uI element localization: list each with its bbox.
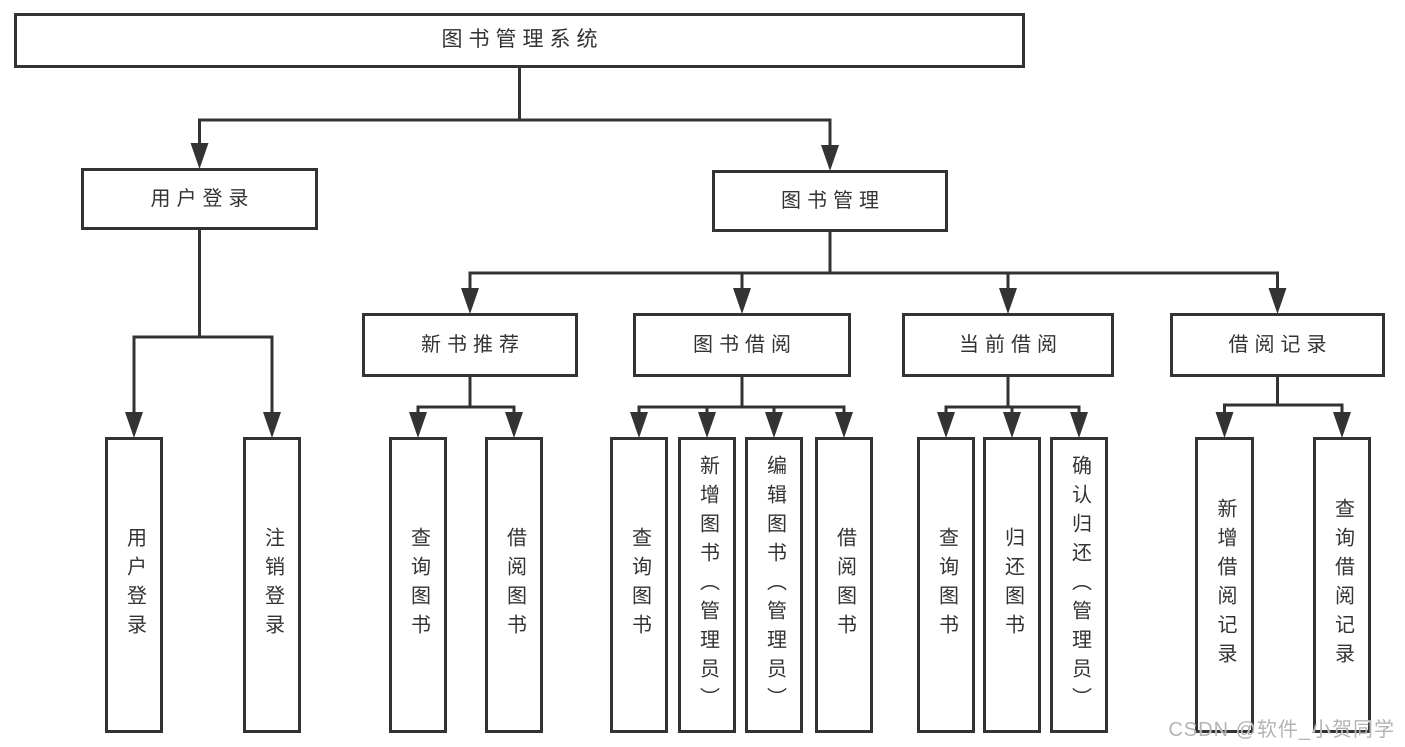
diagram-node-book-borrow: 图书借阅 [633, 313, 851, 377]
arrowhead-book-mgmt-book-borrow [733, 288, 751, 314]
diagram-node-book-mgmt: 图书管理 [712, 170, 948, 232]
diagram-node-ul-logout: 注销登录 [243, 437, 301, 733]
arrowhead-current-borrow-cb-query [937, 412, 955, 438]
arrowhead-root-book-mgmt [821, 145, 839, 171]
diagram-node-root: 图书管理系统 [14, 13, 1025, 68]
arrowhead-current-borrow-cb-confirm [1070, 412, 1088, 438]
diagram-node-new-book-rec: 新书推荐 [362, 313, 578, 377]
arrowhead-book-borrow-bb-add [698, 412, 716, 438]
diagram-node-current-borrow: 当前借阅 [902, 313, 1114, 377]
diagram-node-bb-edit: 编辑图书（管理员） [745, 437, 803, 733]
arrowhead-book-borrow-bb-borrow [835, 412, 853, 438]
diagram-node-bb-add: 新增图书（管理员） [678, 437, 736, 733]
arrowhead-book-mgmt-new-book-rec [461, 288, 479, 314]
arrowhead-book-borrow-bb-edit [765, 412, 783, 438]
arrowhead-user-login-group-ul-logout [263, 412, 281, 438]
diagram-node-cb-query: 查询图书 [917, 437, 975, 733]
diagram-node-cb-confirm: 确认归还（管理员） [1050, 437, 1108, 733]
arrowhead-user-login-group-ul-login [125, 412, 143, 438]
diagram-node-nr-borrow: 借阅图书 [485, 437, 543, 733]
arrowhead-new-book-rec-nr-borrow [505, 412, 523, 438]
diagram-node-bb-borrow: 借阅图书 [815, 437, 873, 733]
arrowhead-book-mgmt-current-borrow [999, 288, 1017, 314]
diagram-node-cb-return: 归还图书 [983, 437, 1041, 733]
arrowhead-new-book-rec-nr-query [409, 412, 427, 438]
diagram-node-bb-query: 查询图书 [610, 437, 668, 733]
arrowhead-borrow-history-bh-add [1215, 412, 1234, 438]
arrowhead-borrow-history-bh-query [1333, 412, 1351, 438]
diagram-node-ul-login: 用户登录 [105, 437, 163, 733]
diagram-node-user-login-group: 用户登录 [81, 168, 318, 230]
arrowhead-book-mgmt-borrow-history [1268, 288, 1287, 314]
arrowhead-root-user-login-group [190, 143, 209, 169]
diagram-node-bh-query: 查询借阅记录 [1313, 437, 1371, 733]
arrowhead-book-borrow-bb-query [630, 412, 648, 438]
diagram-node-nr-query: 查询图书 [389, 437, 447, 733]
diagram-node-bh-add: 新增借阅记录 [1195, 437, 1254, 733]
arrowhead-current-borrow-cb-return [1003, 412, 1021, 438]
diagram-node-borrow-history: 借阅记录 [1170, 313, 1385, 377]
